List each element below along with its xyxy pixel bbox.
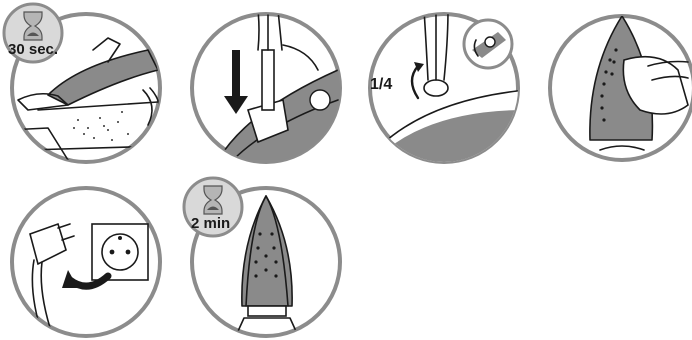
timer-label: 2 min <box>191 215 230 232</box>
push-down-illustration <box>188 10 344 166</box>
wipe-illustration <box>548 10 688 166</box>
step-steam-burst-panel: 30 sec. <box>8 10 164 166</box>
inset-detail <box>464 20 512 68</box>
step-wipe-panel <box>548 10 688 166</box>
step-unplug-panel <box>8 184 164 340</box>
valve-rod <box>262 50 274 110</box>
step-rotate-panel: 1/4 <box>366 10 522 166</box>
rotation-label: 1/4 <box>370 76 392 94</box>
unplug-illustration <box>8 184 164 340</box>
timer-label: 30 sec. <box>8 41 58 58</box>
step-cool-down-panel: 2 min <box>188 184 344 340</box>
step-push-down-panel <box>188 10 344 166</box>
